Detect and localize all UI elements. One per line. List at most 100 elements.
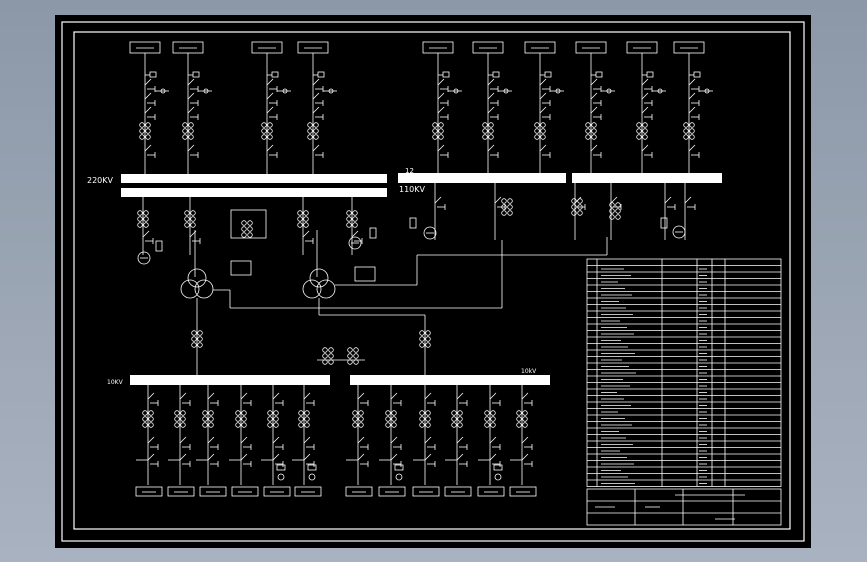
current-transformer-coil (352, 410, 358, 416)
current-transformer-coil (484, 416, 490, 422)
current-transformer-coil (307, 128, 313, 134)
equipment-list-table (586, 258, 782, 487)
current-transformer-coil (585, 134, 591, 140)
current-transformer-coil (425, 416, 431, 422)
current-transformer-coil (352, 422, 358, 428)
current-transformer-coil (184, 210, 190, 216)
current-transformer-coil (347, 353, 353, 359)
current-transformer-coil (352, 416, 358, 422)
current-transformer-coil (484, 422, 490, 428)
disconnect-switch (456, 436, 464, 444)
current-transformer-coil (267, 410, 273, 416)
feeder-terminal-box (172, 41, 204, 54)
inner-frame (73, 31, 791, 530)
current-transformer-coil (425, 342, 431, 348)
current-transformer-coil (322, 347, 328, 353)
disconnect-switch (357, 392, 365, 400)
current-transformer-coil (488, 134, 494, 140)
current-transformer-coil (385, 416, 391, 422)
current-transformer-coil (142, 422, 148, 428)
current-transformer-coil (297, 210, 303, 216)
current-transformer-coil (202, 416, 208, 422)
disconnect-switch (437, 92, 445, 100)
current-transformer-coil (636, 122, 642, 128)
disconnect-switch (590, 78, 598, 86)
current-transformer-coil (490, 410, 496, 416)
current-transformer-coil (188, 134, 194, 140)
current-transformer-coil (241, 232, 247, 238)
disconnect-switch (487, 106, 495, 114)
current-transformer-coil (591, 122, 597, 128)
feeder-terminal-box (673, 41, 705, 54)
disconnect-switch (240, 453, 248, 461)
disconnect-switch (590, 144, 598, 152)
current-transformer-coil (419, 336, 425, 342)
current-transformer-coil (425, 336, 431, 342)
disconnect-switch (240, 392, 248, 400)
current-transformer-coil (241, 226, 247, 232)
current-transformer-coil (267, 134, 273, 140)
current-transformer-coil (346, 216, 352, 222)
current-transformer-coil (145, 122, 151, 128)
disconnect-switch (684, 196, 692, 204)
mv-bus-label: 110KV (399, 185, 426, 194)
transformer-winding (180, 279, 200, 299)
current-transformer-coil (507, 204, 513, 210)
disconnect-switch (187, 144, 195, 152)
disconnect-switch (179, 392, 187, 400)
transformer-winding (316, 279, 336, 299)
lv-bus-label-right: 10kV (521, 368, 537, 375)
lv-terminal-box (378, 486, 406, 497)
current-transformer-coil (391, 410, 397, 416)
disconnect-switch (521, 453, 529, 461)
lv-terminal-box (199, 486, 227, 497)
disconnect-switch (390, 436, 398, 444)
lamp-symbol (555, 88, 561, 94)
current-transformer-coil (307, 122, 313, 128)
current-transformer-coil (188, 122, 194, 128)
current-transformer-coil (457, 410, 463, 416)
current-transformer-coil (267, 422, 273, 428)
lv-terminal-box (345, 486, 373, 497)
current-transformer-coil (591, 128, 597, 134)
current-transformer-coil (534, 122, 540, 128)
disconnect-switch (539, 92, 547, 100)
disconnect-switch (641, 92, 649, 100)
current-transformer-coil (197, 342, 203, 348)
earthing-transformer-symbol (137, 251, 151, 265)
interconnection-wiring (135, 237, 608, 497)
current-transformer-coil (143, 210, 149, 216)
current-transformer-coil (235, 410, 241, 416)
feeder-bays (129, 41, 713, 174)
current-transformer-coil (182, 128, 188, 134)
lamp-symbol (308, 473, 316, 481)
current-transformer-coil (208, 410, 214, 416)
current-transformer-coil (484, 410, 490, 416)
current-transformer-coil (137, 216, 143, 222)
current-transformer-coil (432, 128, 438, 134)
current-transformer-coil (522, 410, 528, 416)
hv-bus-bar-2 (121, 188, 387, 197)
current-transformer-coil (267, 416, 273, 422)
current-transformer-coil (174, 416, 180, 422)
lamp-symbol (277, 473, 285, 481)
current-transformer-coil (609, 208, 615, 214)
disconnect-switch (303, 392, 311, 400)
fuse-symbol (442, 71, 450, 78)
current-transformer-coil (142, 410, 148, 416)
lv-terminal-box (167, 486, 195, 497)
current-transformer-coil (522, 422, 528, 428)
disconnect-switch (456, 453, 464, 461)
disconnect-switch (207, 453, 215, 461)
disconnect-switch (590, 92, 598, 100)
disconnect-switch (487, 78, 495, 86)
current-transformer-coil (577, 210, 583, 216)
current-transformer-coil (145, 128, 151, 134)
disconnect-switch (207, 392, 215, 400)
current-transformer-coil (261, 134, 267, 140)
current-transformer-coil (303, 210, 309, 216)
current-transformer-coil (571, 198, 577, 204)
earthing-transformer-symbol (348, 236, 362, 250)
current-transformer-coil (180, 410, 186, 416)
earthing-transformer-symbol (423, 226, 437, 240)
